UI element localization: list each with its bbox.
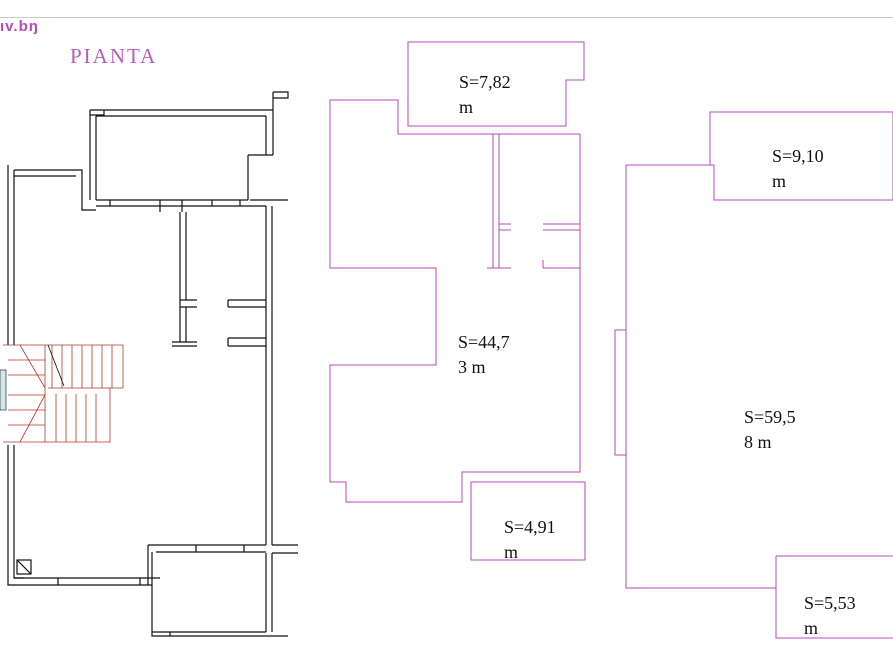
- area-label-s2: S=9,10 m: [772, 144, 824, 194]
- interior-walls: [172, 212, 266, 347]
- outline-s1: [407, 41, 585, 127]
- bottom-wall: [14, 544, 288, 637]
- staircase: [3, 344, 124, 443]
- top-bar: [0, 0, 893, 18]
- outline-s5: [470, 481, 586, 561]
- outline-s4: [614, 112, 776, 589]
- area-unit: m: [804, 618, 819, 638]
- architectural-plan: [7, 91, 298, 637]
- right-wall: [265, 206, 298, 632]
- area-label-s6: S=5,53 m: [804, 591, 856, 641]
- logo: ıv.bŋ: [0, 18, 39, 35]
- area-value: S=44,7: [458, 332, 510, 352]
- outline-s3: [329, 99, 581, 503]
- area-value: S=59,5: [744, 407, 796, 427]
- area-unit: 3 m: [458, 357, 486, 377]
- page-title: PIANTA: [70, 44, 158, 68]
- top-balcony: [89, 91, 289, 200]
- area-unit: 8 m: [744, 432, 772, 452]
- area-value: S=7,82: [459, 72, 511, 92]
- area-unit: m: [459, 97, 474, 117]
- area-label-s1: S=7,82 m: [459, 70, 511, 120]
- area-outlines: [329, 41, 893, 639]
- area-value: S=4,91: [504, 517, 556, 537]
- area-unit: m: [504, 542, 519, 562]
- area-unit: m: [772, 171, 787, 191]
- area-label-s3: S=44,7 3 m: [458, 330, 510, 380]
- outline-s6: [775, 555, 893, 639]
- area-value: S=5,53: [804, 593, 856, 613]
- column: [16, 559, 32, 575]
- area-label-s4: S=59,5 8 m: [744, 405, 796, 455]
- outer-wall: [7, 165, 24, 586]
- area-label-s5: S=4,91 m: [504, 515, 556, 565]
- area-value: S=9,10: [772, 146, 824, 166]
